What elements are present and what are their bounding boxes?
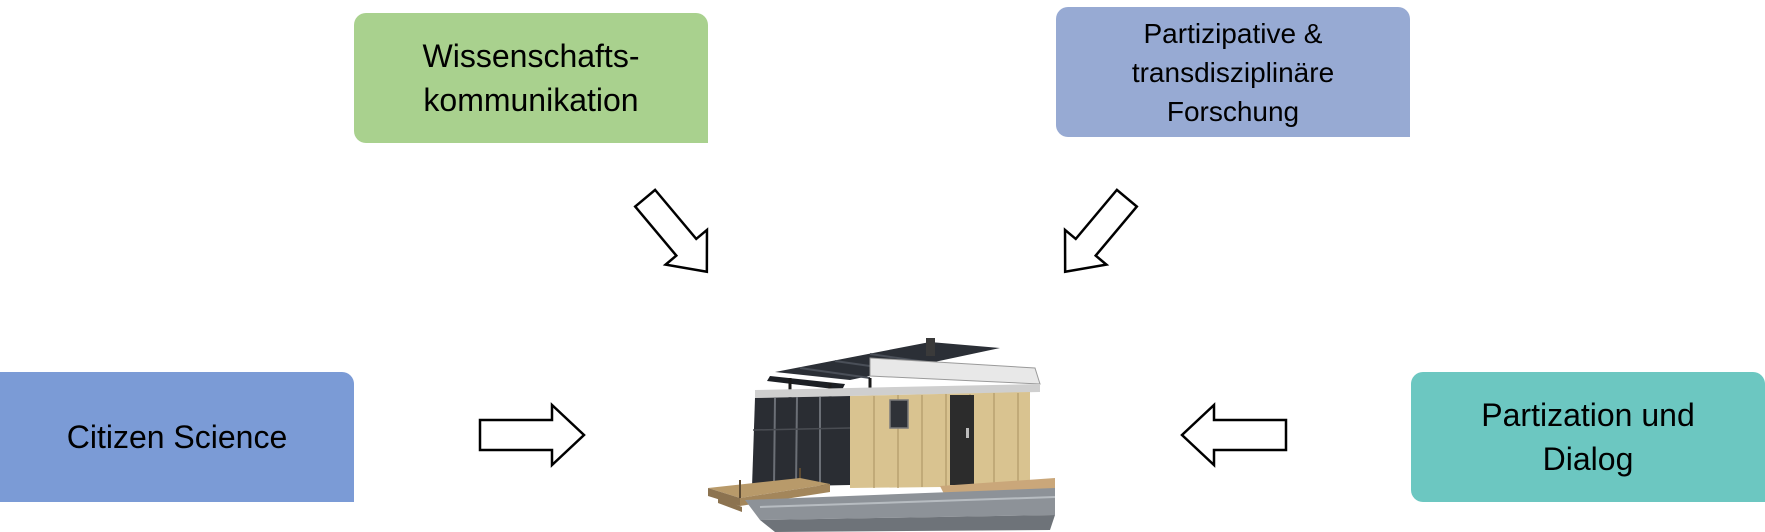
node-label-line: Forschung <box>1166 95 1300 127</box>
node-label-line: Wissenschafts- <box>422 38 640 74</box>
node-citizen-science: Citizen Science <box>0 372 354 502</box>
arrow-top-left-group <box>633 188 709 274</box>
floating-base <box>745 488 1056 532</box>
door <box>950 395 974 485</box>
chimney <box>926 338 935 356</box>
node-partizipative-forschung: Partizipative & transdisziplinäre Forsch… <box>1056 7 1410 137</box>
arrow-right-group <box>1180 402 1288 468</box>
node-partizipation-dialog: Partization und Dialog <box>1411 372 1765 502</box>
arrow-shape <box>1180 402 1288 468</box>
node-wissenschaftskommunikation: Wissenschafts- kommunikation <box>354 13 708 143</box>
arrow-shape <box>478 402 586 468</box>
glass-facade <box>752 396 851 487</box>
roof-slab <box>869 357 1041 385</box>
arrow-shape <box>1063 188 1139 274</box>
node-label-line: Partization und <box>1481 397 1695 433</box>
node-label-line: Dialog <box>1542 441 1634 477</box>
node-label-line: kommunikation <box>423 82 639 118</box>
arrow-top-right-group <box>1063 188 1139 274</box>
wood-cladding <box>850 392 1030 488</box>
small-window <box>889 399 909 429</box>
node-label-line: Partizipative & <box>1143 17 1323 49</box>
node-label-line: transdisziplinäre <box>1131 56 1335 88</box>
arrow-shape <box>633 188 709 274</box>
arrow-left-group <box>478 402 586 468</box>
node-label-line: Citizen Science <box>66 419 288 455</box>
